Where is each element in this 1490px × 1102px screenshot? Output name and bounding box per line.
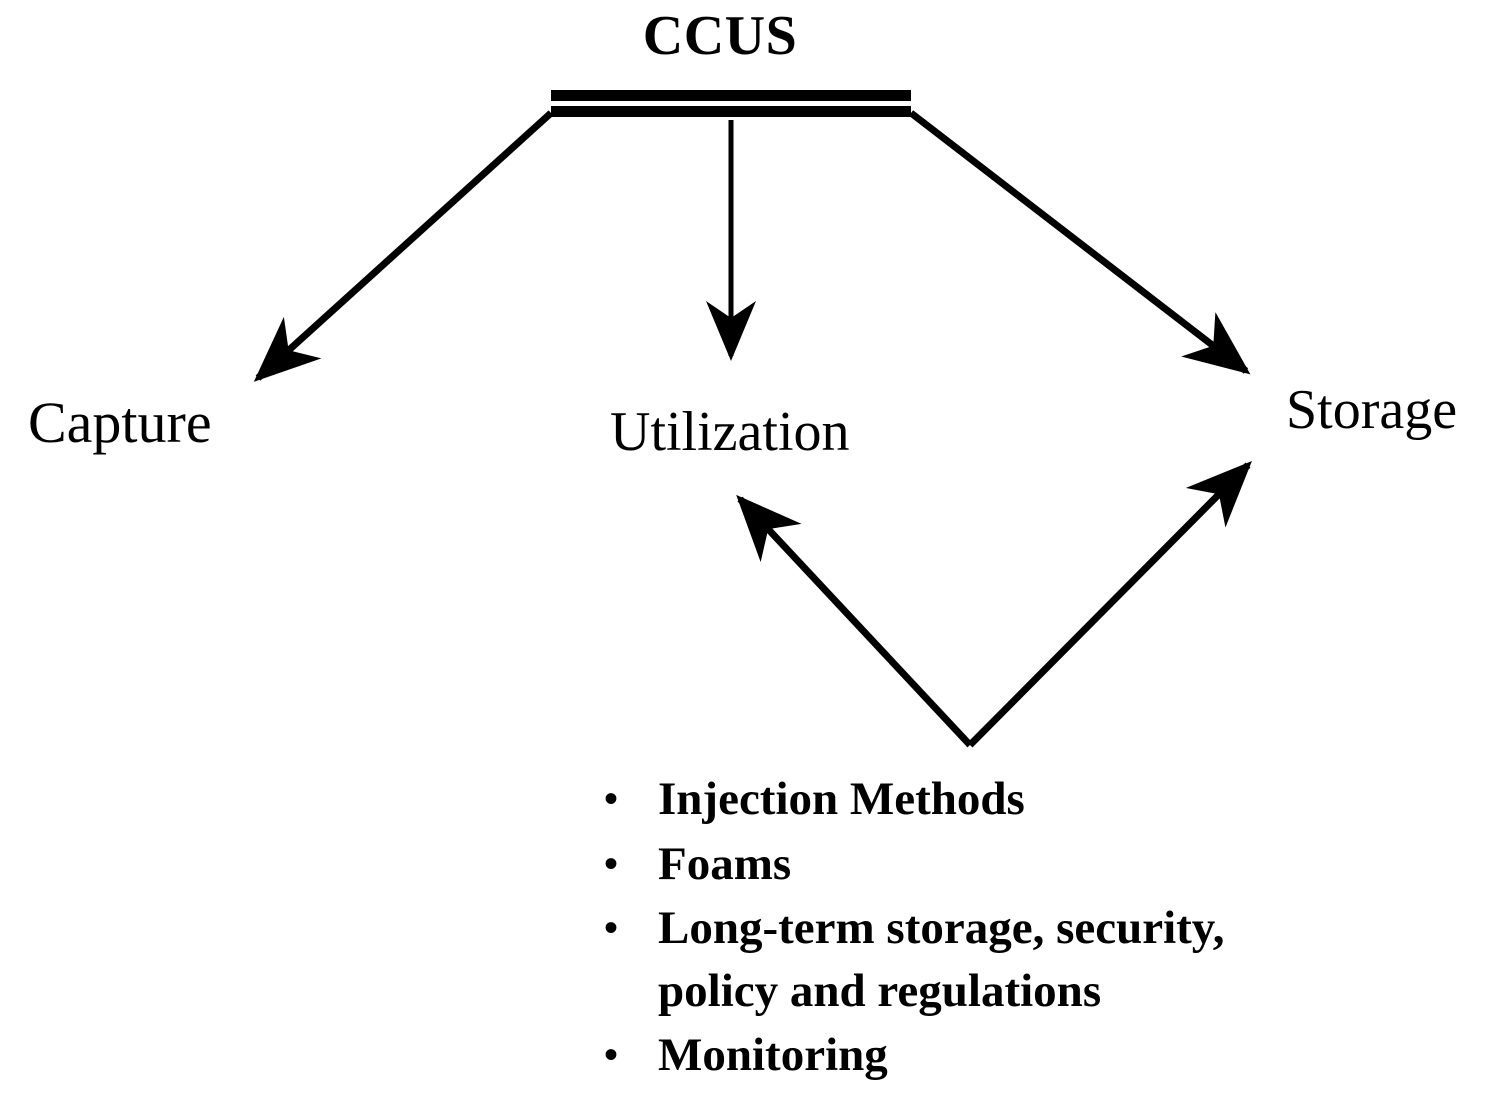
node-label-capture: Capture	[28, 390, 212, 455]
bullet-dot-icon: •	[604, 1032, 619, 1077]
arrow-ccus-to-storage	[908, 110, 1251, 375]
arrow-topics-to-utilization	[736, 494, 973, 748]
bullet-dot-icon: •	[604, 776, 619, 821]
arrow-topics-to-storage	[967, 461, 1252, 748]
list-item-label: Long-term storage, security, policy and …	[658, 902, 1225, 1017]
bullet-dot-icon: •	[604, 905, 619, 950]
list-item-label: Monitoring	[658, 1029, 888, 1081]
root-rule-upper	[551, 90, 911, 101]
list-item-label: Foams	[658, 837, 792, 890]
bullet-dot-icon: •	[604, 840, 619, 886]
list-item: • Foams	[596, 833, 1416, 896]
list-item-label: Injection Methods	[658, 773, 1025, 825]
topics-bullet-list: • Injection Methods • Foams • Long-term …	[596, 768, 1416, 1089]
arrow-ccus-to-capture	[253, 110, 554, 382]
node-label-utilization: Utilization	[610, 401, 850, 463]
list-item: • Injection Methods	[596, 768, 1416, 831]
list-item: • Monitoring	[596, 1024, 1416, 1087]
root-node-title: CCUS	[642, 5, 798, 67]
node-label-storage: Storage	[1286, 379, 1458, 441]
list-item: • Long-term storage, security, policy an…	[596, 897, 1416, 1022]
root-rule-lower	[551, 106, 911, 117]
